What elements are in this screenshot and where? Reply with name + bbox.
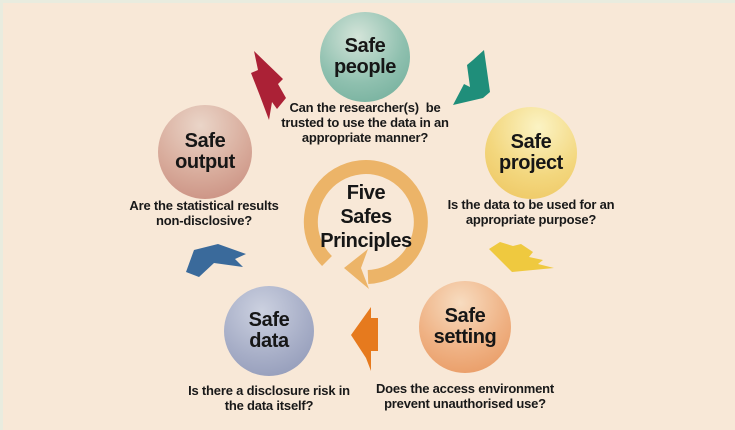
node-safe-project-label: Safe project (499, 131, 563, 174)
node-safe-setting: Safe setting (419, 281, 511, 373)
page-edge-left (0, 0, 3, 430)
caption-safe-output: Are the statistical results non-disclosi… (129, 198, 279, 228)
node-safe-output: Safe output (158, 105, 252, 199)
arrow-setting-to-data-icon (351, 307, 378, 371)
caption-safe-data: Is there a disclosure risk in the data i… (188, 383, 350, 413)
node-safe-people: Safe people (320, 12, 410, 102)
arrow-people-to-project-icon (453, 50, 490, 105)
caption-safe-people: Can the researcher(s) be trusted to use … (281, 100, 449, 145)
arrow-data-to-output-icon (186, 244, 246, 277)
page-edge-top (0, 0, 735, 3)
caption-safe-setting: Does the access environment prevent unau… (375, 381, 555, 411)
node-safe-project: Safe project (485, 107, 577, 199)
node-safe-setting-label: Safe setting (433, 305, 497, 348)
diagram-title: Five Safes Principles (320, 182, 412, 252)
node-safe-people-label: Safe people (333, 35, 397, 78)
cycle-ring-arrowhead-icon (344, 249, 369, 289)
caption-safe-project: Is the data to be used for an appropriat… (447, 197, 615, 227)
node-safe-data: Safe data (224, 286, 314, 376)
node-safe-data-label: Safe data (248, 309, 290, 352)
node-safe-output-label: Safe output (175, 130, 235, 173)
arrow-project-to-setting-icon (489, 242, 554, 272)
